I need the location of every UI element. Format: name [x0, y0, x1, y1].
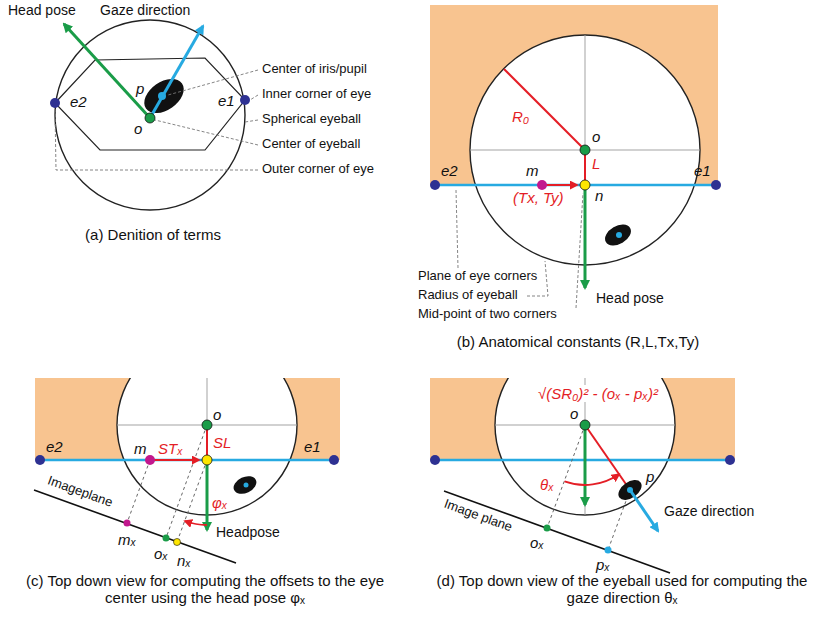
point-label: o	[570, 405, 578, 422]
term-label: Center of iris/pupil	[262, 62, 367, 77]
point-label: o	[213, 406, 221, 423]
panel-caption: (d) Top down view of the eyeball used fo…	[427, 572, 817, 607]
panel-caption: (b) Anatomical constants (R,L,Tx,Ty)	[388, 333, 768, 350]
term-label: Radius of eyeball	[418, 288, 518, 303]
angle-label: φₓ	[212, 494, 228, 511]
axis-label: Head pose	[596, 290, 664, 306]
projection-label: oₓ	[530, 534, 544, 551]
point-label: n	[595, 187, 603, 204]
point-label: p	[646, 468, 654, 485]
axis-label: Gaze direction	[100, 2, 190, 18]
point-label: m	[526, 162, 539, 179]
angle-label: θₓ	[540, 476, 554, 493]
point-label: m	[134, 440, 147, 457]
panel-c	[34, 330, 340, 563]
point-label: e2	[441, 162, 458, 179]
term-label: Spherical eyeball	[262, 112, 361, 127]
projection-label: mₓ	[118, 531, 136, 548]
point-label: e2	[70, 93, 87, 110]
panel-a	[50, 20, 258, 210]
axis-label: Head pose	[8, 2, 76, 18]
term-label: Outer corner of eye	[262, 162, 374, 177]
term-label: Mid-point of two corners	[418, 307, 557, 322]
point-label: p	[136, 80, 144, 97]
projection-label: oₓ	[154, 545, 168, 562]
point-label: o	[592, 128, 600, 145]
point-label: e1	[304, 438, 321, 455]
axis-label: Headpose	[216, 524, 280, 540]
plane-label: Imageplane	[46, 473, 115, 510]
panel-d	[430, 330, 735, 573]
term-label: Center of eyeball	[262, 137, 360, 152]
term-label: Plane of eye corners	[418, 269, 537, 284]
point-label: e1	[694, 162, 711, 179]
panel-b	[430, 5, 721, 308]
formula-label: √(SR₀)² - (oₓ - pₓ)²	[536, 385, 660, 402]
panel-caption: (c) Top down view for computing the offs…	[9, 572, 401, 607]
offset-label: STₓ	[158, 440, 183, 457]
panel-caption: (a) Denition of terms	[3, 226, 303, 243]
term-label: Inner corner of eye	[262, 87, 371, 102]
projection-label: nₓ	[177, 552, 191, 569]
point-label: o	[134, 120, 142, 137]
projection-label: pₓ	[596, 556, 610, 573]
axis-label: Gaze direction	[664, 503, 754, 519]
constant-label: L	[592, 155, 600, 172]
constant-label: R₀	[512, 108, 529, 125]
point-label: e2	[46, 438, 63, 455]
constant-label: (Tx, Ty)	[513, 189, 564, 206]
offset-label: SL	[213, 434, 231, 451]
point-label: e1	[218, 92, 235, 109]
